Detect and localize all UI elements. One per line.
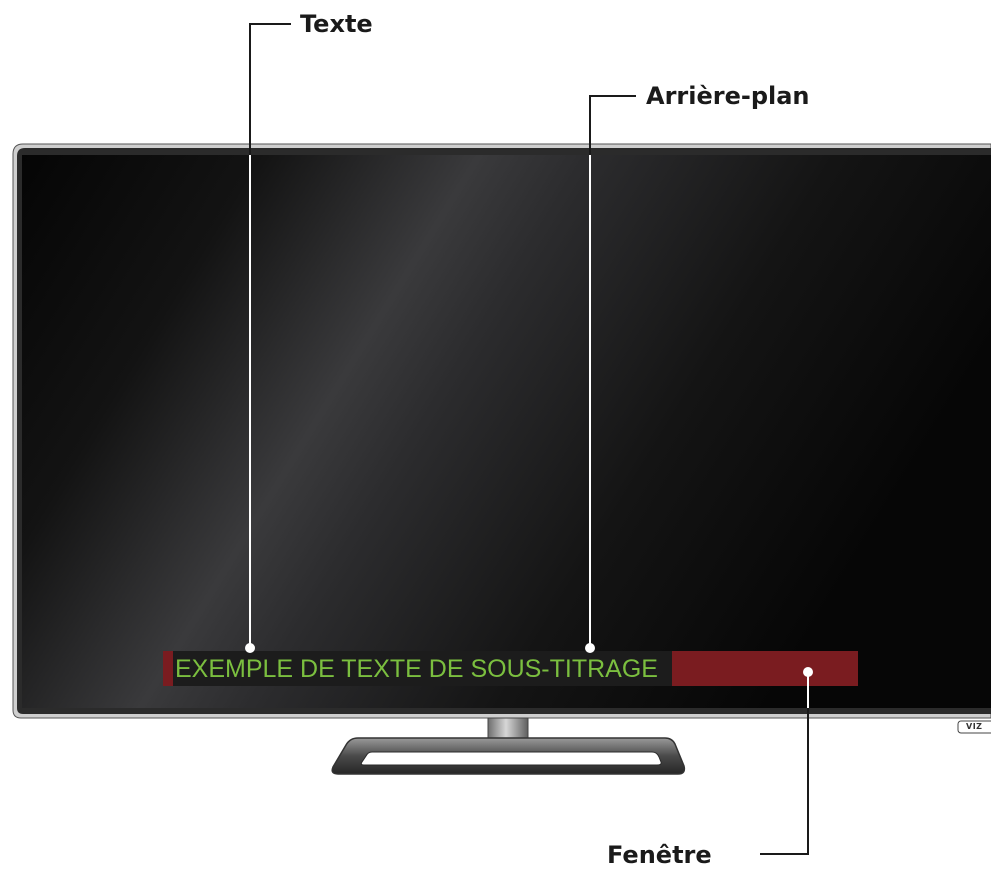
tv-brand-label: VIZ (966, 722, 982, 731)
callout-label-background: Arrière-plan (646, 84, 810, 108)
tv-screen (22, 155, 991, 708)
callout-label-window: Fenêtre (607, 843, 712, 867)
callout-label-text: Texte (300, 12, 373, 36)
caption-window-left (163, 651, 173, 686)
caption-window-right (672, 651, 858, 686)
stand-base-cutout (361, 752, 661, 765)
caption-sample-text: EXEMPLE DE TEXTE DE SOUS-TITRAGE (175, 652, 658, 686)
